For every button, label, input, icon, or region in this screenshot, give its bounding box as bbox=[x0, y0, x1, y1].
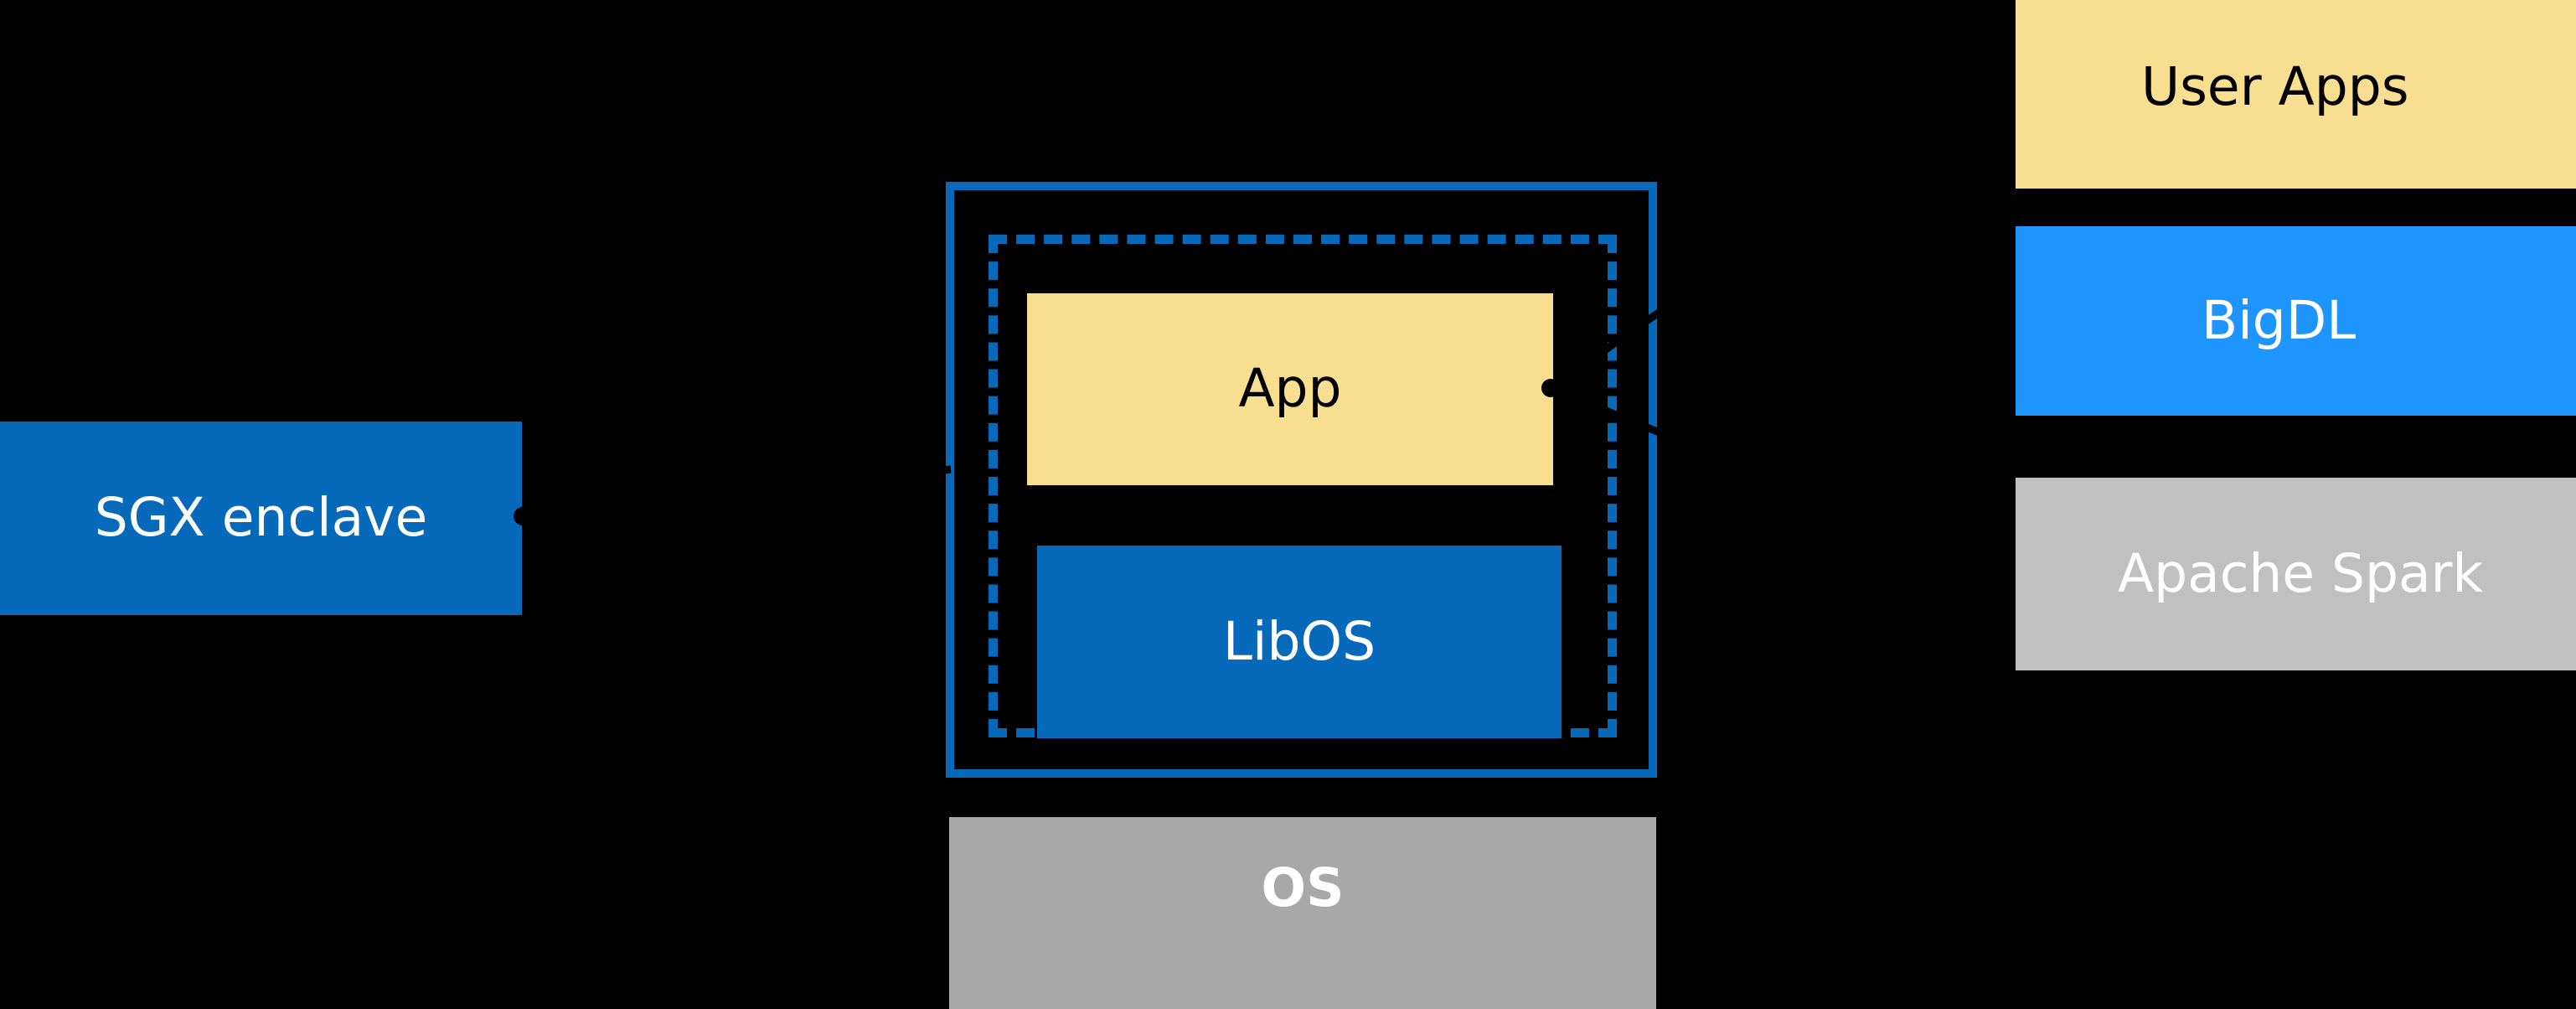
apache-spark-box[interactable]: Apache Spark bbox=[2016, 478, 2576, 670]
libos-label: LibOS bbox=[1222, 610, 1376, 672]
sgx-enclave-label: SGX enclave bbox=[94, 487, 428, 549]
app-label: App bbox=[1238, 358, 1342, 420]
bigdl-label: BigDL bbox=[2202, 289, 2357, 351]
libos-box[interactable]: LibOS bbox=[1037, 546, 1562, 738]
os-box[interactable]: OS bbox=[949, 817, 1656, 1009]
os-label: OS bbox=[1261, 857, 1345, 918]
app-box[interactable]: App bbox=[1027, 293, 1553, 485]
user-apps-label: User Apps bbox=[2141, 55, 2409, 117]
apache-spark-label: Apache Spark bbox=[2118, 542, 2484, 604]
user-apps-box[interactable]: User Apps bbox=[2016, 0, 2576, 189]
sgx-enclave-leader-line bbox=[521, 465, 952, 520]
bigdl-box[interactable]: BigDL bbox=[2016, 226, 2576, 416]
sgx-enclave-box[interactable]: SGX enclave bbox=[0, 422, 522, 615]
